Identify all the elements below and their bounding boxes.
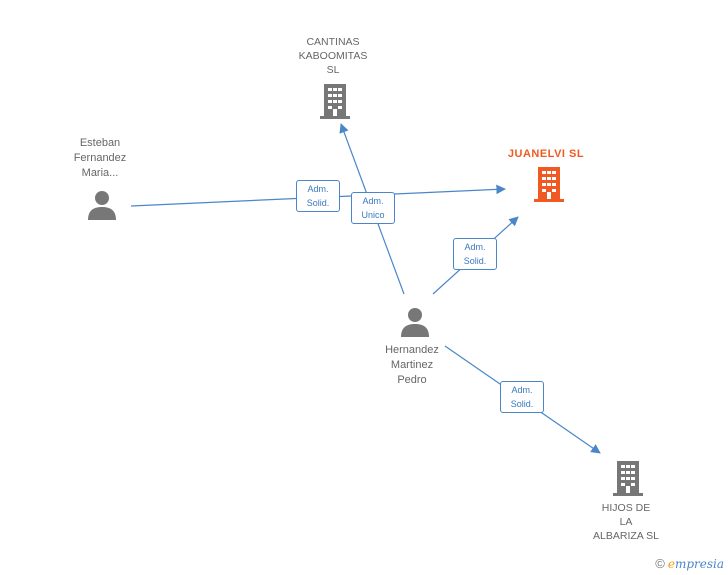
edge-label-esteban-juanelvi[interactable]: Adm. Solid. [296,180,340,212]
building-icon[interactable] [533,166,565,202]
building-icon[interactable] [319,83,351,119]
copyright-icon: © [655,556,665,571]
node-label-esteban: Esteban Fernandez Maria... [73,137,127,179]
building-icon[interactable] [612,460,644,496]
node-label-hijos: HIJOS DE LA ALBARIZA SL [593,502,659,542]
brand-watermark: ©empresia [655,556,724,571]
brand-name: mpresia [674,557,724,571]
node-label-hernandez: Hernandez Martinez Pedro [385,344,439,386]
edge-label-hernandez-cantinas[interactable]: Adm. Unico [351,192,395,224]
person-icon[interactable] [86,189,118,221]
node-label-juanelvi: JUANELVI SL [507,148,585,160]
brand-initial: e [667,557,675,571]
node-label-cantinas: CANTINAS KABOOMITAS SL [298,36,368,76]
edge-label-hernandez-hijos[interactable]: Adm. Solid. [500,381,544,413]
person-icon[interactable] [399,306,431,338]
edge-label-hernandez-juanelvi[interactable]: Adm. Solid. [453,238,497,270]
